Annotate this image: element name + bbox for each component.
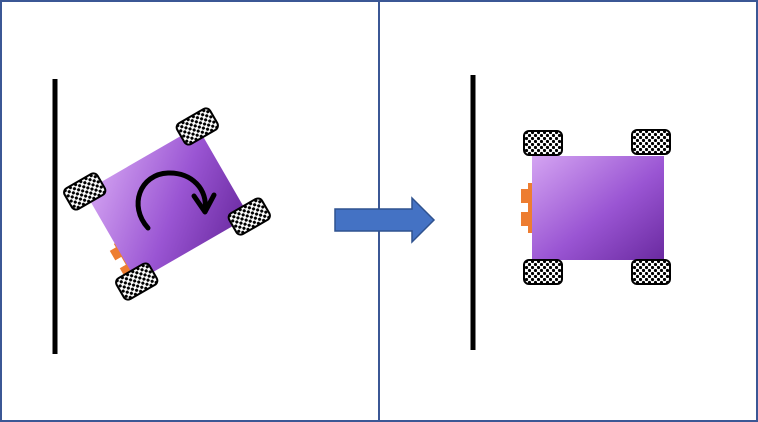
mecanum-wheel-icon (523, 130, 563, 156)
robot-body (532, 156, 664, 260)
right-arrow-icon (334, 196, 436, 244)
sensor-left (521, 212, 531, 226)
mecanum-wheel-icon (631, 129, 671, 155)
clockwise-rotate-icon (135, 170, 217, 231)
sensor-bar (528, 183, 532, 233)
robot-body (84, 126, 250, 282)
sensor-left (521, 189, 531, 203)
panel-after (470, 75, 671, 350)
mecanum-wheel-icon (523, 259, 563, 285)
panel-before (52, 79, 273, 354)
robot-rotated (61, 105, 273, 303)
mecanum-wheel-icon (631, 259, 671, 285)
